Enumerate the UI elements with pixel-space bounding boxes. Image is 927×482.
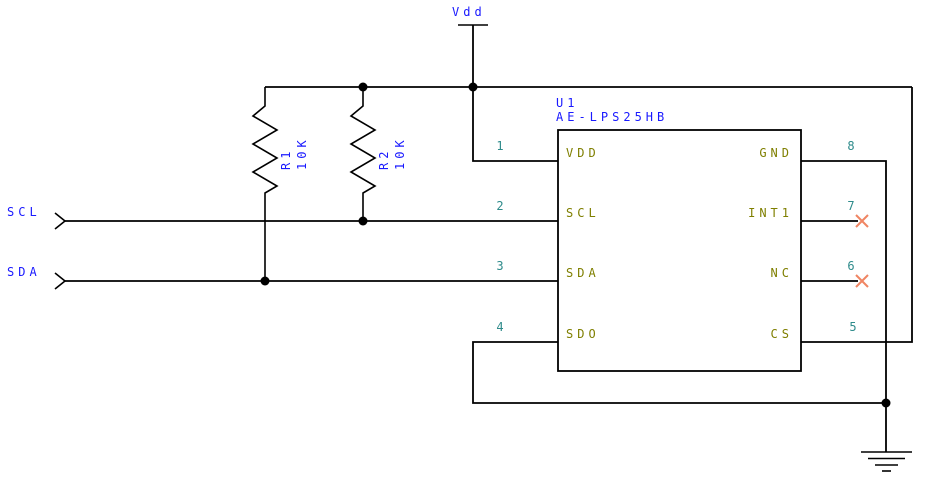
pin-vdd-label: VDD — [566, 146, 600, 160]
no-connect-x-pin6 — [855, 274, 869, 288]
ic-ref: U1 — [556, 96, 579, 110]
sda-net-label: SDA — [7, 265, 41, 279]
resistor-r1-ref: R1 — [279, 147, 293, 170]
junction-dot — [881, 398, 891, 408]
sda-net-connector-chevron — [54, 272, 67, 290]
pin-4-number: 4 — [496, 320, 504, 334]
resistor-r1-value: 10K — [295, 136, 309, 170]
pin-3-number: 3 — [496, 259, 504, 273]
pin-6-number: 6 — [847, 259, 855, 273]
pin-5-number: 5 — [849, 320, 857, 334]
sdo-wire — [472, 341, 886, 404]
ic-body — [557, 129, 802, 372]
ground-symbol — [861, 451, 912, 472]
pin-scl-label: SCL — [566, 206, 600, 220]
resistor-r1-symbol — [251, 87, 279, 281]
pin-gnd-label: GND — [759, 146, 793, 160]
pin-sda-label: SDA — [566, 266, 600, 280]
pin-2-number: 2 — [496, 199, 504, 213]
junction-dot — [358, 82, 368, 92]
scl-net-label: SCL — [7, 205, 41, 219]
pin-cs-label: CS — [770, 327, 793, 341]
pin-int1-label: INT1 — [748, 206, 793, 220]
junction-dot — [260, 276, 270, 286]
power-symbol — [458, 24, 488, 87]
vdd-net-label: Vdd — [452, 5, 486, 19]
cs-wire — [801, 87, 913, 343]
resistor-r2-value: 10K — [393, 136, 407, 170]
gnd-wire — [801, 160, 887, 452]
resistor-r2-ref: R2 — [377, 147, 391, 170]
resistor-r2-symbol — [349, 87, 377, 221]
pin-8-number: 8 — [847, 139, 855, 153]
pin-sdo-label: SDO — [566, 327, 600, 341]
junction-dot — [358, 216, 368, 226]
pin-7-number: 7 — [847, 199, 855, 213]
scl-net-connector-chevron — [54, 212, 67, 230]
pin-1-number: 1 — [496, 139, 504, 153]
vdd-pin-wire — [472, 87, 558, 162]
no-connect-x-pin7 — [855, 214, 869, 228]
pin-nc-label: NC — [770, 266, 793, 280]
ic-part-number: AE-LPS25HB — [556, 110, 669, 124]
junction-dot — [468, 82, 478, 92]
